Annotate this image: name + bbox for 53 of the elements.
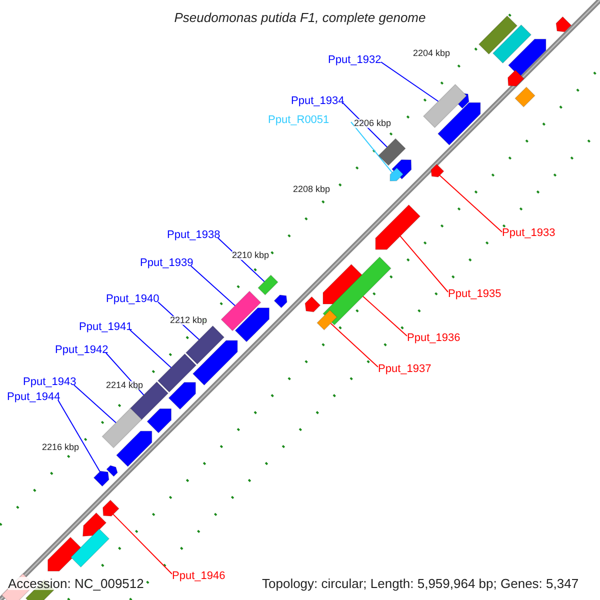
info-text: Accession: NC_009512 xyxy=(8,577,144,590)
gene-feature xyxy=(556,16,572,32)
gene-label: Pput_1940 xyxy=(106,294,160,305)
gene-label: Pput_1939 xyxy=(140,258,194,269)
leader-line xyxy=(400,236,448,292)
gene-feature xyxy=(304,296,321,312)
gene-label: Pput_R0051 xyxy=(268,115,330,126)
gene-feature xyxy=(102,500,120,517)
leader-line xyxy=(330,322,378,368)
gene-label: Pput_1941 xyxy=(79,322,132,333)
gene-box xyxy=(102,408,142,448)
scale-label: 2208 kbp xyxy=(293,185,330,194)
gene-box xyxy=(129,381,169,421)
gene-box xyxy=(157,353,197,393)
gene-box xyxy=(422,84,468,128)
gene-label: Pput_1936 xyxy=(407,333,460,344)
scale-label: 2212 kbp xyxy=(170,316,208,325)
leader-line xyxy=(130,330,172,368)
gene-label: Pput_1943 xyxy=(23,377,76,388)
scale-label: 2210 kbp xyxy=(232,251,270,260)
leader-line xyxy=(380,62,439,102)
leader-line xyxy=(190,266,236,306)
gene-feature xyxy=(375,204,421,250)
gene-box xyxy=(220,290,262,332)
leader-line xyxy=(112,514,172,574)
gene-box xyxy=(322,256,392,326)
gene-label: Pput_1942 xyxy=(55,345,108,356)
gene-box xyxy=(378,138,406,166)
gene-label: Pput_1935 xyxy=(448,289,502,300)
gene-label: Pput_1933 xyxy=(502,228,556,239)
scale-label: 2204 kbp xyxy=(413,49,450,58)
leader-line xyxy=(58,400,100,472)
gene-label: Pput_1946 xyxy=(172,571,226,582)
gene-feature xyxy=(93,470,110,487)
gene-feature xyxy=(507,70,524,87)
gene-label: Pput_1944 xyxy=(7,392,60,403)
scale-label: 2214 kbp xyxy=(106,381,144,390)
gene-box xyxy=(185,325,225,365)
gene-box xyxy=(316,310,338,330)
gene-label: Pput_1932 xyxy=(328,55,382,66)
scale-label: 2206 kbp xyxy=(354,119,392,128)
scale-label: 2216 kbp xyxy=(42,443,80,452)
gene-label: Pput_1938 xyxy=(167,230,220,241)
gene-label: Pput_1934 xyxy=(291,96,344,107)
gene-box xyxy=(258,274,278,296)
title: Pseudomonas putida F1, complete genome xyxy=(173,11,427,24)
leader-line xyxy=(350,122,393,173)
info-text: Topology: circular; Length: 5,959,964 bp; Genes: 5,347 xyxy=(262,577,579,590)
leader-line xyxy=(439,174,502,232)
gene-feature xyxy=(430,164,444,178)
leader-line xyxy=(74,384,116,424)
leader-line xyxy=(362,296,408,336)
gene-label: Pput_1937 xyxy=(378,364,432,375)
